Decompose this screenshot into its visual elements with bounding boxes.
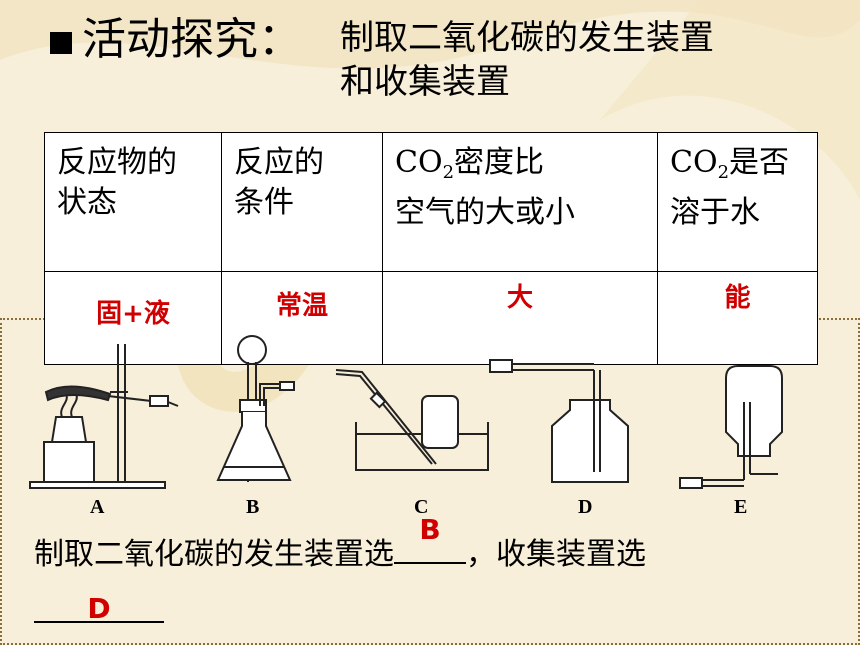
value-density: 大: [382, 271, 658, 365]
value-solubility: 能: [657, 271, 818, 365]
title-colon: ：: [258, 14, 302, 65]
apparatus-d-icon: [489, 359, 629, 483]
header-line: 溶于水: [670, 195, 760, 230]
question-text: 制取二氧化碳的发生装置选 B ，收集装置选 D: [34, 513, 854, 638]
apparatus-e-icon: [679, 365, 783, 489]
label-a: A: [90, 496, 105, 518]
title-row: 活动探究 ：: [50, 12, 308, 68]
header-line: 反应的: [234, 145, 324, 180]
value-reactant-state: 固+液: [44, 271, 222, 365]
header-line: 条件: [234, 185, 294, 220]
label-c: C: [414, 496, 429, 518]
header-line: CO2密度比: [395, 143, 645, 193]
header-text: 密度比: [454, 145, 545, 180]
formula-co: CO: [395, 145, 443, 180]
apparatus-drawings: [29, 335, 783, 489]
apparatus-labels: A B C D E: [0, 496, 860, 520]
header-line: 空气的大或小: [395, 195, 575, 230]
label-d: D: [578, 496, 593, 518]
subtitle-line1: 制取二氧化碳的发生装置: [340, 18, 714, 58]
header-reactant-state: 反应物的 状态: [44, 132, 222, 272]
header-line: 状态: [57, 185, 117, 220]
answer-blank-2: D: [34, 589, 164, 625]
formula-subscript: 2: [717, 162, 730, 183]
formula-co: CO: [670, 145, 718, 180]
header-condition: 反应的 条件: [221, 132, 383, 272]
answer-2: D: [87, 592, 111, 625]
header-text: 是否: [729, 145, 790, 180]
apparatus-c-icon: [335, 369, 489, 471]
header-solubility: CO2是否 溶于水: [657, 132, 818, 272]
label-b: B: [246, 496, 260, 518]
header-line: CO2是否: [670, 143, 805, 193]
properties-table: 反应物的 状态 反应的 条件 CO2密度比 空气的大或小 CO2是否 溶于水 固…: [44, 132, 818, 365]
answer-blank-1: B: [394, 513, 466, 564]
subtitle-line2: 和收集装置: [340, 62, 510, 102]
question-part2: ，收集装置选: [466, 537, 646, 572]
label-e: E: [734, 496, 748, 518]
apparatus-b-icon: [216, 335, 295, 482]
title-subtitle: 制取二氧化碳的发生装置 和收集装置: [340, 16, 820, 104]
title-main: 活动探究: [82, 14, 258, 65]
question-part1: 制取二氧化碳的发生装置选: [34, 537, 394, 572]
answer-1: B: [419, 513, 441, 546]
header-line: 反应物的: [57, 145, 177, 180]
header-density: CO2密度比 空气的大或小: [382, 132, 658, 272]
apparatus-a-icon: [29, 344, 179, 489]
formula-subscript: 2: [442, 162, 455, 183]
title-bullet-icon: [50, 32, 72, 54]
